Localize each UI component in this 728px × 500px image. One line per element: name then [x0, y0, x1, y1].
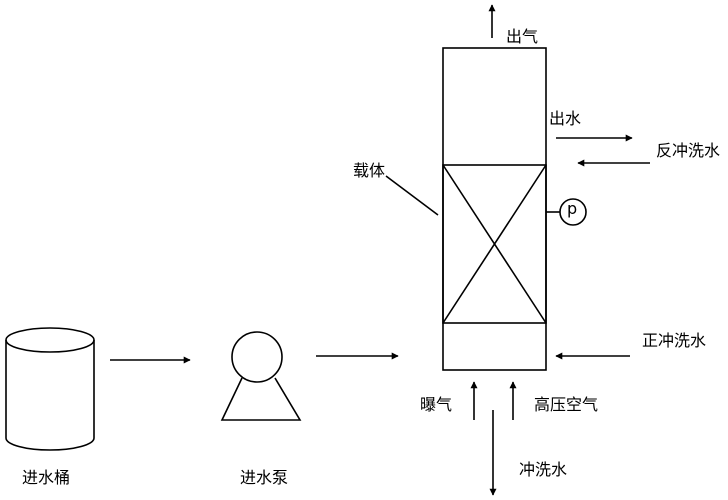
gas-out-label: 出气: [506, 27, 538, 46]
forward-wash-label: 正冲洗水: [642, 331, 706, 350]
water-tank: [5, 327, 95, 451]
gauge-label: p: [567, 199, 577, 218]
pressure-gauge-icon: [559, 198, 587, 226]
wash-water-label: 冲洗水: [519, 460, 567, 479]
water-out-label: 出水: [549, 109, 581, 128]
carrier-bed: [442, 164, 547, 324]
carrier-leader-line: [385, 175, 439, 216]
water-pump: [220, 331, 302, 421]
carrier-label: 载体: [353, 161, 385, 180]
backwash-label: 反冲洗水: [656, 141, 720, 160]
reactor-column: [442, 47, 547, 371]
pump-label: 进水泵: [240, 468, 288, 487]
aeration-label: 曝气: [420, 395, 452, 414]
high-pressure-air-label: 高压空气: [534, 395, 598, 414]
tank-label: 进水桶: [22, 468, 70, 487]
